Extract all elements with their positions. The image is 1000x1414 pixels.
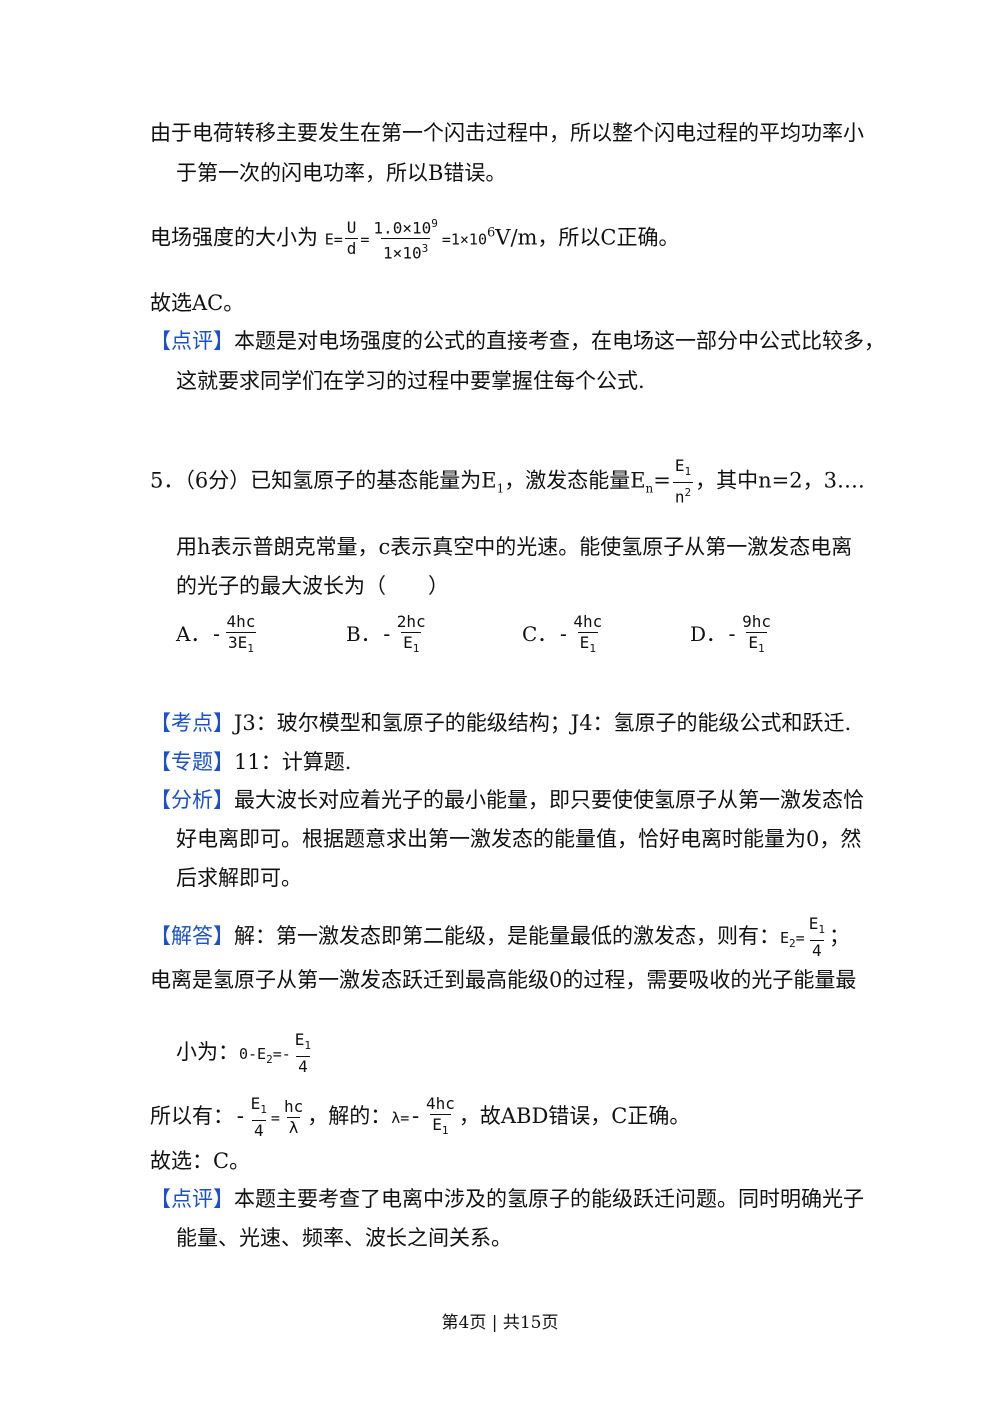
paragraph-line: 于第一次的闪电功率，所以B错误。 [176,161,507,185]
jieda-text: ，解的： [307,1104,392,1129]
zhuanti-line: 【专题】11：计算题. [150,747,351,777]
fenxi-line: 后求解即可。 [176,866,302,890]
question-text: ，其中n=2，3…. [695,468,865,493]
math-result: =1×10 [441,230,487,249]
unit-text: V/m，所以C正确。 [495,225,680,250]
final-answer: 故选：C。 [150,1149,251,1173]
jieda-text: ，故ABD错误，C正确。 [458,1104,691,1129]
math-equals: = [653,468,671,493]
jieda-text: 小为： [176,1040,239,1065]
question-line: 的光子的最大波长为（ ） [176,574,449,598]
math-equals: = [360,230,370,249]
review-tag: 【点评】 [150,329,234,353]
paragraph-line: 由于电荷转移主要发生在第一个闪击过程中，所以整个闪电过程的平均功率小 [150,121,864,145]
jieda-line: 电离是氢原子从第一激发态跃迁到最高能级0的过程，需要吸收的光子能量最 [150,968,857,992]
math-e-eq: E= [324,230,343,249]
zhuanti-text: 11：计算题. [234,750,352,774]
review-line: 这就要求同学们在学习的过程中要掌握住每个公式. [176,369,645,393]
math-exponent: 6 [487,225,496,241]
question-text: 5．（6分）已知氢原子的基态能量为E [150,468,497,493]
fenxi-tag: 【分析】 [150,788,234,812]
answer-choice: 故选AC。 [150,291,245,315]
question-text: ，激发态能量E [504,468,646,493]
fenxi-line: 【分析】最大波长对应着光子的最小能量，即只要使使氢原子从第一激发态恰 [150,785,864,815]
subscript: 1 [496,481,505,496]
subscript: n [645,481,654,496]
lead-text: 电场强度的大小为 [150,225,318,250]
fenxi-text: 最大波长对应着光子的最小能量，即只要使使氢原子从第一激发态恰 [234,788,864,812]
fenxi-line: 好电离即可。根据题意求出第一激发态的能量值，恰好电离时能量为0，然 [176,827,862,851]
jieda-text: 解：第一激发态即第二能级，是能量最低的激发态，则有： [234,924,780,949]
question-line: 用h表示普朗克常量，c表示真空中的光速。能使氢原子从第一激发态电离 [176,535,853,559]
page-footer: 第4页 | 共15页 [441,1313,559,1333]
kaodian-text: J3：玻尔模型和氢原子的能级结构；J4：氢原子的能级公式和跃迁. [234,711,852,735]
review-line: 【点评】本题是对电场强度的公式的直接考查，在电场这一部分中公式比较多， [150,326,885,356]
review-tag: 【点评】 [150,1187,234,1211]
review-text: 本题主要考查了电离中涉及的氢原子的能级跃迁问题。同时明确光子 [234,1187,864,1211]
jieda-text: 所以有： [150,1104,234,1129]
review-text: 本题是对电场强度的公式的直接考查，在电场这一部分中公式比较多， [234,329,885,353]
review-line: 能量、光速、频率、波长之间关系。 [176,1226,512,1250]
kaodian-tag: 【考点】 [150,711,234,735]
zhuanti-tag: 【专题】 [150,750,234,774]
kaodian-line: 【考点】J3：玻尔模型和氢原子的能级结构；J4：氢原子的能级公式和跃迁. [150,708,851,738]
review-line: 【点评】本题主要考查了电离中涉及的氢原子的能级跃迁问题。同时明确光子 [150,1184,864,1214]
jieda-tag: 【解答】 [150,924,234,949]
